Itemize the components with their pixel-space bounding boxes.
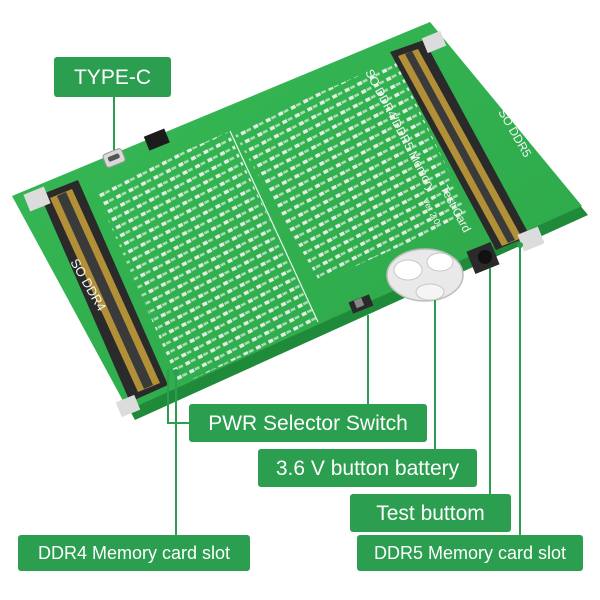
test-button <box>466 242 500 274</box>
coin-battery <box>386 248 464 302</box>
power-switch <box>348 294 374 314</box>
regulator-chip <box>143 128 170 151</box>
led-array-left <box>95 132 318 385</box>
label-ddr4-slot: DDR4 Memory card slot <box>18 535 250 571</box>
leader-pwr <box>167 370 189 424</box>
label-type-c: TYPE-C <box>54 57 171 97</box>
label-test-button: Test buttom <box>350 494 511 532</box>
label-button-battery: 3.6 V button battery <box>258 449 477 487</box>
ddr5-slot <box>390 30 545 252</box>
board-divider <box>229 130 319 323</box>
label-pwr-switch: PWR Selector Switch <box>189 404 427 442</box>
label-ddr5-slot: DDR5 Memory card slot <box>357 535 583 571</box>
usb-c-connector <box>102 148 126 168</box>
led-array-right <box>232 60 470 282</box>
ddr4-slot <box>23 180 168 418</box>
